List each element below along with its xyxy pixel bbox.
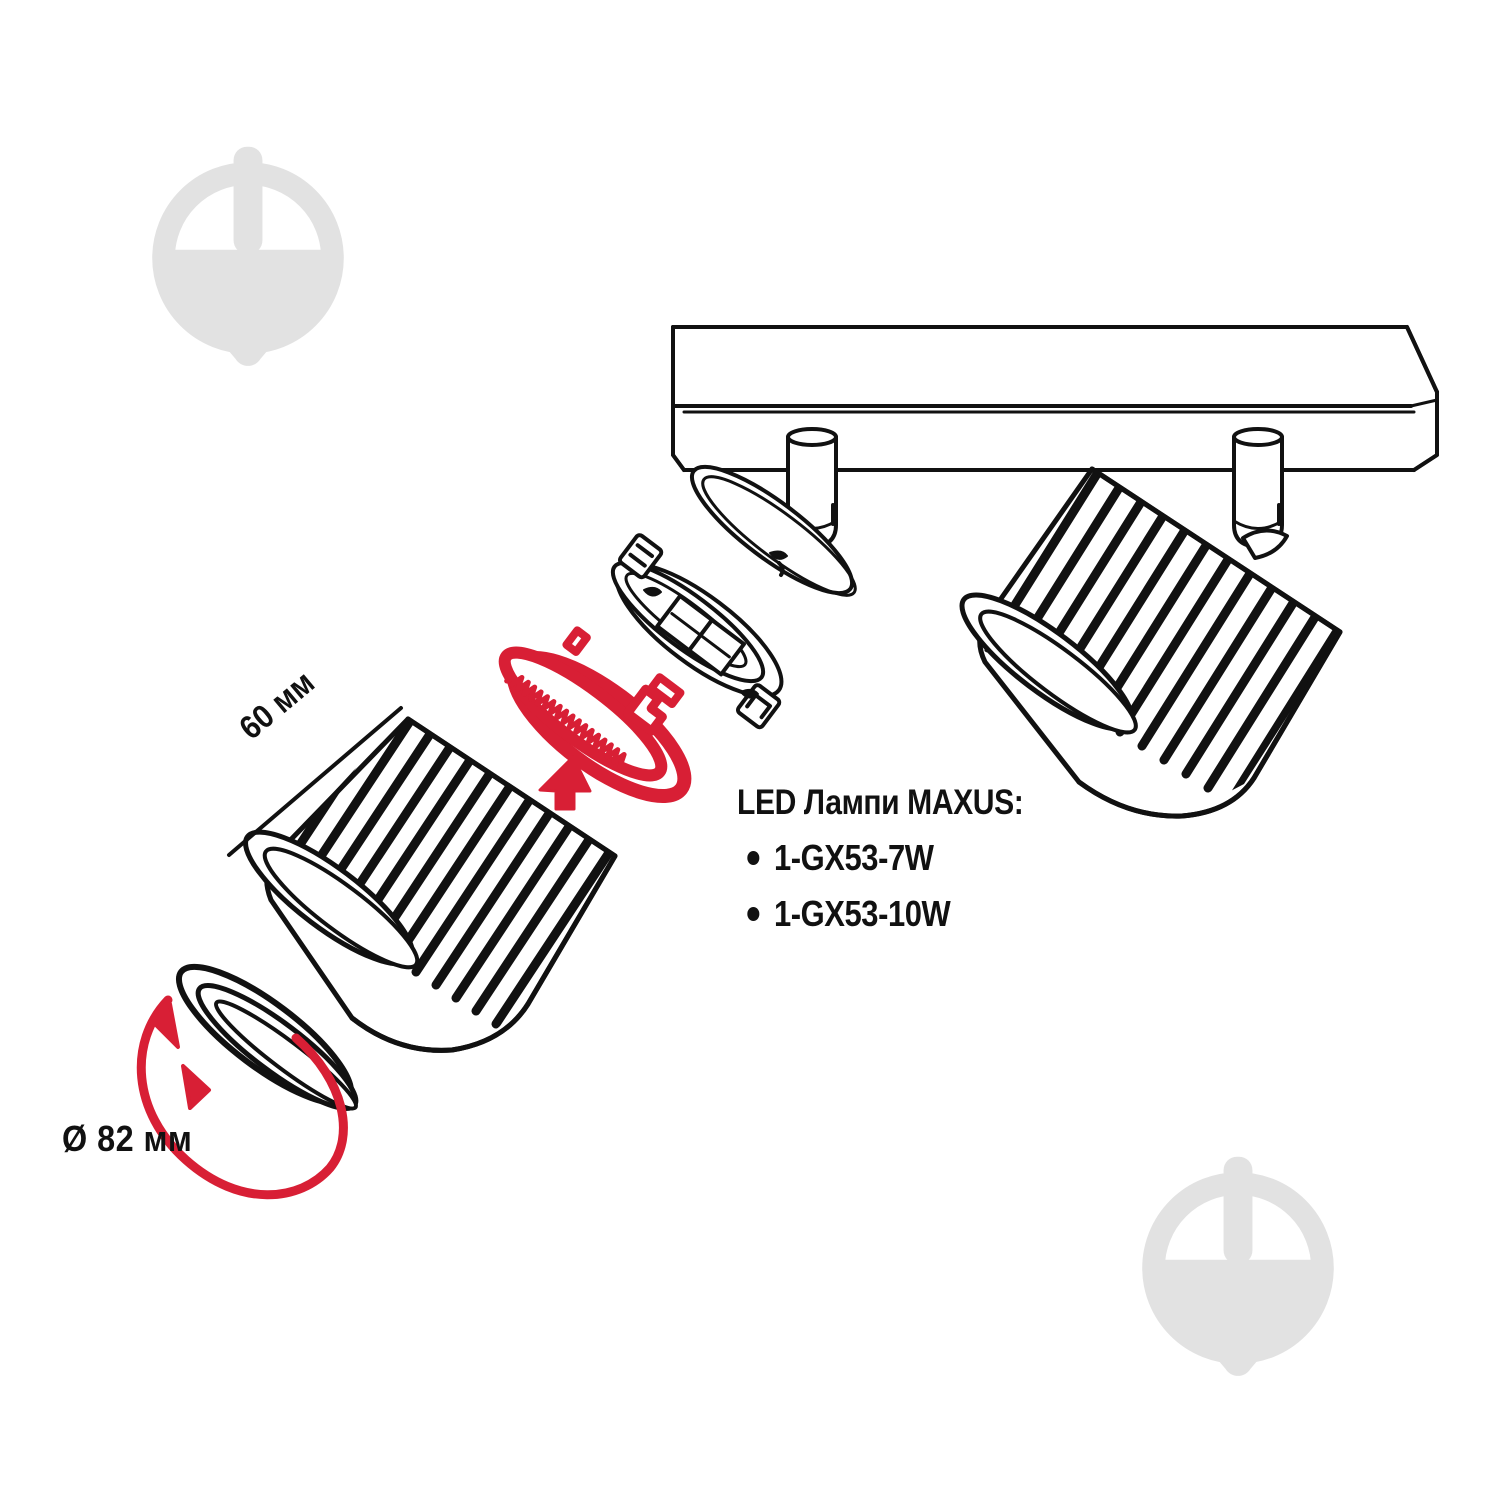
- lamp-list-item-label: 1-GX53-7W: [773, 837, 934, 878]
- gx53-led-lamp: [498, 626, 692, 804]
- gx53-socket-plate: [610, 533, 784, 730]
- back-cover-disc: [689, 464, 857, 597]
- lamp-list-item-label: 1-GX53-10W: [773, 893, 951, 934]
- swivel-stem-right: [1232, 427, 1284, 549]
- decorative-trim-ring: [175, 963, 359, 1111]
- dimension-label-diameter: Ø 82 мм: [62, 1118, 193, 1159]
- lamp-list-item: 1-GX53-7W: [737, 840, 1133, 876]
- insert-lamp-arrow: [538, 755, 592, 811]
- ribbed-spot-head-left: [243, 716, 618, 1055]
- dimension-line-length: [227, 706, 403, 857]
- bullet-dot-icon: [747, 851, 760, 865]
- ribbed-spot-head-right: [959, 466, 1343, 819]
- rotate-ring-arrow: [136, 995, 348, 1200]
- lamp-compatibility-block: LED Лампи MAXUS: 1-GX53-7W 1-GX53-10W: [737, 785, 1197, 932]
- bullet-dot-icon: [747, 907, 760, 921]
- lamp-list-item: 1-GX53-10W: [737, 896, 1133, 932]
- lamp-list-heading: LED Лампи MAXUS:: [737, 783, 1024, 822]
